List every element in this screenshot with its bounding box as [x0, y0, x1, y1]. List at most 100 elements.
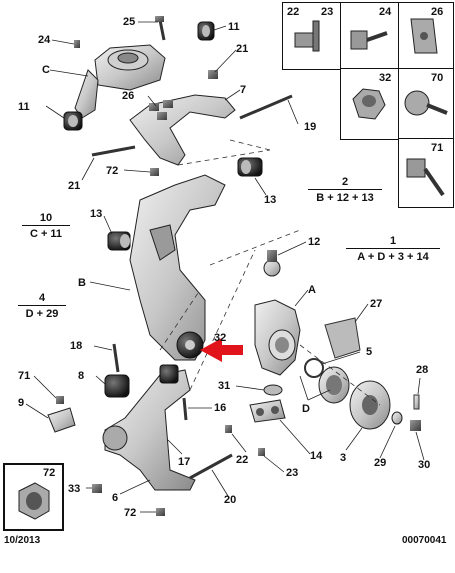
label-16: 16 [214, 402, 227, 414]
shield-27 [324, 317, 361, 359]
legend-cell-32: 32 [340, 68, 400, 140]
circlip-5 [304, 358, 324, 378]
label-B: B [78, 277, 86, 289]
label-3: 3 [340, 452, 347, 464]
label-12: 12 [308, 236, 321, 248]
label-72-top: 72 [106, 165, 119, 177]
bolt-19 [239, 94, 293, 120]
label-11-left: 11 [18, 101, 30, 113]
nut-72-top [150, 168, 159, 176]
formula-2: 2 B + 12 + 13 [308, 176, 382, 204]
bolt-21 [91, 145, 136, 157]
label-13-left: 13 [90, 208, 103, 220]
nut-71 [56, 396, 64, 404]
formula-10-num: 10 [39, 212, 53, 224]
label-32: 32 [214, 332, 227, 344]
inset-nut-72: 72 [3, 463, 64, 531]
label-6: 6 [112, 492, 119, 504]
formula-2-eq: B + 12 + 13 [308, 189, 382, 204]
legend-label-24: 24 [379, 6, 392, 18]
label-C: C [42, 64, 50, 76]
bolt-18 [112, 343, 120, 373]
red-arrow [200, 338, 243, 362]
clip-26-icon [410, 18, 438, 54]
footer-code: 00070041 [402, 535, 447, 546]
ball-joint-12 [263, 250, 281, 277]
nut-32-icon [352, 88, 386, 120]
label-A: A [308, 284, 316, 296]
bushing-13-right [237, 157, 263, 177]
label-21-lower: 21 [68, 180, 81, 192]
label-7: 7 [240, 84, 247, 96]
label-5: 5 [366, 346, 373, 358]
label-20: 20 [224, 494, 237, 506]
nut-72-bottom [156, 508, 165, 516]
legend-cell-70: 70 [398, 68, 454, 140]
bolt-20 [189, 453, 233, 480]
lower-arm-6 [102, 364, 196, 491]
formula-1-num: 1 [389, 235, 397, 247]
bushing-11-left [63, 111, 83, 131]
bushing-8 [104, 374, 130, 398]
footer-date: 10/2013 [4, 535, 41, 546]
nut-21-top [208, 70, 218, 79]
label-29: 29 [374, 457, 387, 469]
label-13-right: 13 [264, 194, 277, 206]
label-27: 27 [370, 298, 383, 310]
bolt-24 [74, 40, 80, 48]
label-23: 23 [286, 467, 299, 479]
label-33: 33 [68, 483, 81, 495]
inset-label-72: 72 [43, 467, 56, 479]
formula-10-eq: C + 11 [22, 225, 70, 240]
legend-label-22: 22 [287, 6, 300, 18]
upper-arm-7 [129, 94, 236, 166]
label-18: 18 [70, 340, 83, 352]
bolt-23 [258, 448, 265, 456]
legend-label-71: 71 [431, 142, 444, 154]
label-19: 19 [304, 121, 317, 133]
label-31: 31 [218, 380, 231, 392]
label-71: 71 [18, 370, 31, 382]
bracket-9 [47, 407, 76, 433]
formula-1-eq: A + D + 3 + 14 [346, 248, 440, 263]
legend-cell-24: 24 [340, 2, 400, 70]
wheel-bearing-3 [318, 366, 350, 404]
strut-mount [74, 44, 166, 119]
bolt-70-icon [404, 90, 448, 116]
nut-33 [92, 484, 102, 493]
legend-label-70: 70 [431, 72, 444, 84]
bushing-13-left [107, 231, 131, 251]
label-9: 9 [18, 397, 25, 409]
formula-4-num: 4 [38, 292, 46, 304]
label-26: 26 [122, 90, 135, 102]
nut-30 [410, 420, 421, 431]
label-14: 14 [310, 450, 323, 462]
bushing-11-right [197, 21, 215, 41]
label-28: 28 [416, 364, 429, 376]
ball-joint-14 [249, 399, 286, 423]
label-24: 24 [38, 34, 51, 46]
legend-cell-22-23: 22 23 [282, 2, 342, 70]
bolt-25 [155, 16, 166, 41]
label-22: 22 [236, 454, 249, 466]
label-11-right: 11 [228, 21, 240, 33]
formula-4-eq: D + 29 [18, 305, 66, 320]
label-25: 25 [123, 16, 136, 28]
leader-lines [25, 21, 425, 513]
label-8: 8 [78, 370, 85, 382]
nut-72-icon [18, 482, 50, 520]
legend-label-23: 23 [321, 6, 334, 18]
label-21-top: 21 [236, 43, 249, 55]
legend-cell-26: 26 [398, 2, 454, 70]
bolt-22 [225, 425, 232, 433]
bolt-71-icon [406, 158, 445, 197]
pin-28 [413, 394, 420, 410]
formula-2-num: 2 [341, 176, 349, 188]
legend-label-26: 26 [431, 6, 444, 18]
bolt-17 [182, 397, 188, 421]
label-D: D [302, 403, 310, 415]
bolt-24-icon [350, 30, 388, 50]
bolt-22-23-icon [294, 20, 320, 52]
hub-29 [349, 380, 403, 430]
